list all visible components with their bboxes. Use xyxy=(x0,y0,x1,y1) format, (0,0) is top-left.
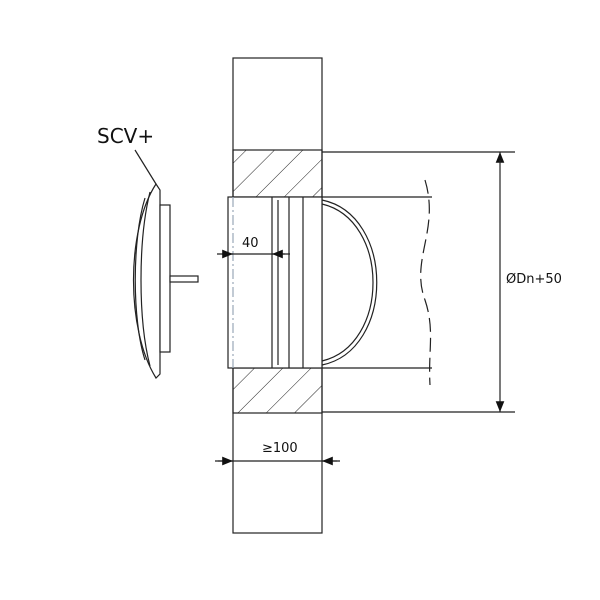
leader-line xyxy=(134,149,157,185)
wall-section-top xyxy=(232,149,323,198)
scv-valve xyxy=(133,149,199,379)
wall-dimension-label: ≥100 xyxy=(262,441,298,456)
diameter-dimension-label: ØDn+50 xyxy=(506,272,562,287)
depth-dimension-label: 40 xyxy=(242,236,259,251)
sleeve xyxy=(227,196,323,369)
duct-break-line xyxy=(420,179,432,386)
valve-dome xyxy=(321,199,378,366)
wall-section-bottom xyxy=(232,367,323,414)
product-label: SCV+ xyxy=(97,124,155,148)
